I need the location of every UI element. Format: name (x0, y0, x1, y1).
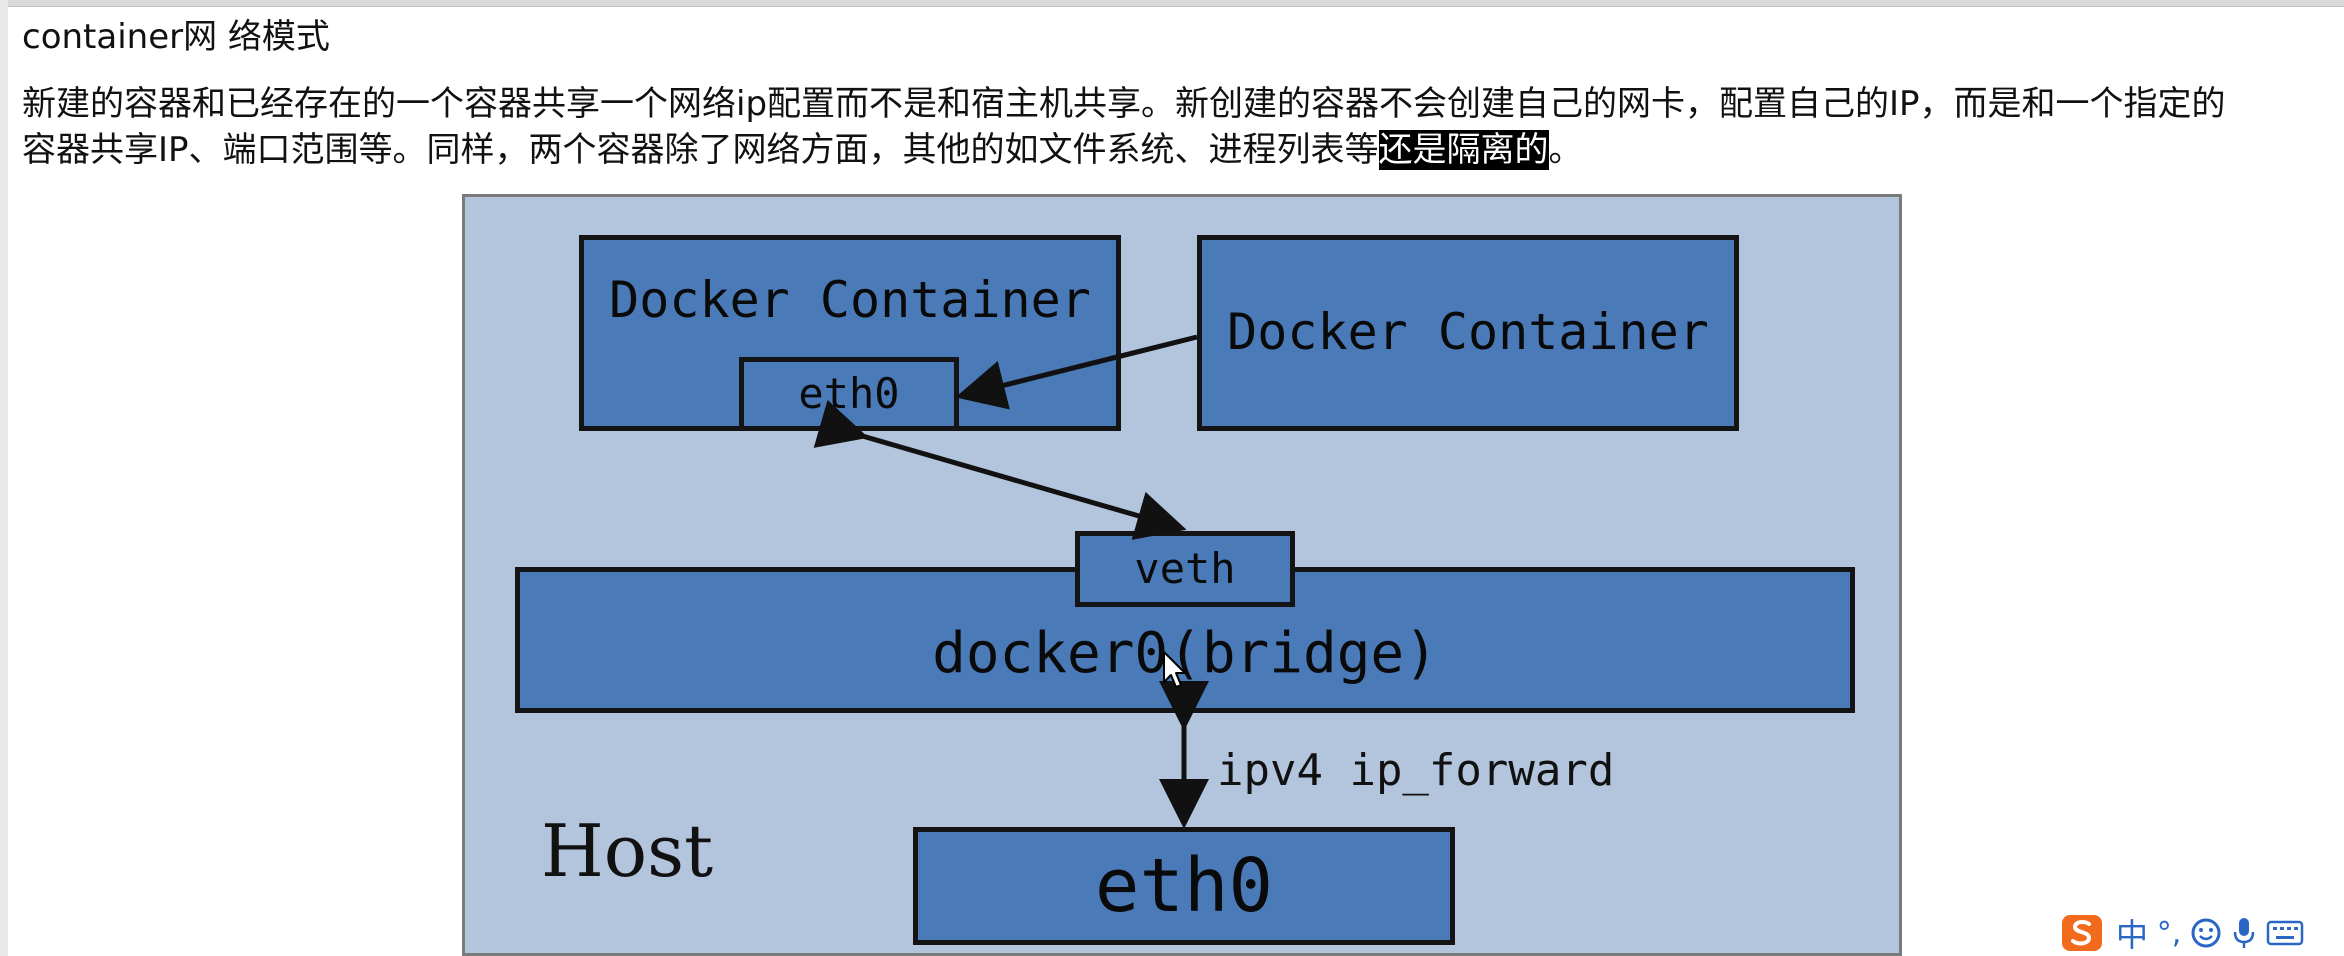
docker-container-b-label: Docker Container (1227, 303, 1709, 361)
emoji-smiley-icon[interactable] (2190, 913, 2222, 953)
container-b-to-eth0-arrow (955, 334, 1198, 410)
ime-toolbar: 中 °, (2058, 910, 2344, 956)
description-line-1: 新建的容器和已经存在的一个容器共享一个网络ip配置而不是和宿主机共享。新创建的容… (22, 84, 2226, 124)
container-network-diagram: Docker Container eth0 Docker Container d… (462, 194, 1902, 956)
ime-language-toggle[interactable]: 中 (2116, 916, 2149, 954)
heading-prefix: container (22, 17, 184, 57)
description-line-2: 容器共享IP、端口范围等。同样，两个容器除了网络方面，其他的如文件系统、进程列表… (22, 126, 1583, 174)
description-period: 。 (1548, 130, 1583, 170)
top-divider (0, 0, 2344, 7)
selected-text-highlight[interactable]: 还是隔离的 (1378, 130, 1549, 170)
host-eth0-box: eth0 (913, 827, 1455, 945)
eth0-veth-link-arrow (813, 399, 1187, 540)
section-heading: container网 络模式 (22, 14, 330, 60)
description-text: 容器共享IP、端口范围等。同样，两个容器除了网络方面，其他的如文件系统、进程列表… (22, 130, 1379, 170)
docker0-bridge-label: docker0(bridge) (932, 621, 1438, 686)
left-margin-border (0, 0, 8, 956)
docker-container-a-label: Docker Container (609, 271, 1091, 329)
ime-punctuation-toggle[interactable]: °, (2156, 915, 2182, 951)
ip-forward-label: ipv4 ip_forward (1217, 745, 1615, 796)
microphone-icon[interactable] (2232, 913, 2256, 953)
docker-container-b-box: Docker Container (1197, 235, 1739, 431)
sogou-s-logo-icon[interactable] (2058, 913, 2106, 953)
mouse-cursor-icon (1163, 651, 1186, 688)
keyboard-icon[interactable] (2266, 913, 2304, 953)
host-label: Host (541, 809, 714, 893)
diagram-arrows (813, 334, 1209, 829)
heading-suffix: 网 络模式 (183, 17, 330, 57)
